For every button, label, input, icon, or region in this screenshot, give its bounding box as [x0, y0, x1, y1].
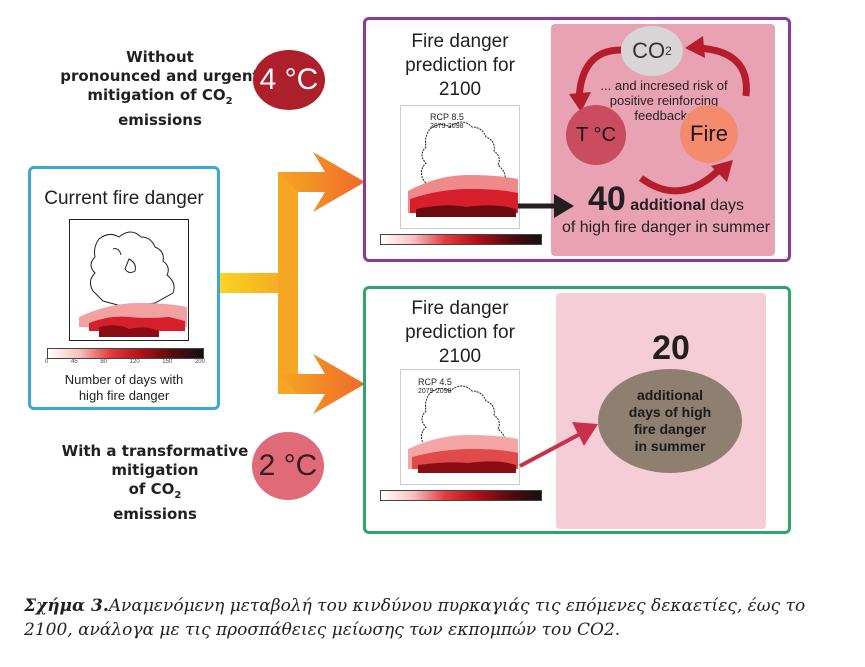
feedback-loop-arrows — [569, 36, 750, 195]
impact-low-line3: fire danger — [633, 421, 707, 437]
current-fire-danger-panel: Current fire danger 0 45 80 120 150 200 … — [28, 166, 220, 410]
scenario-low-line3: of CO2 — [128, 480, 182, 501]
tick-150: 150 — [162, 359, 173, 365]
rcp45-impact-arrow — [519, 422, 598, 468]
tick-120: 120 — [129, 359, 140, 365]
current-panel-title: Current fire danger — [44, 188, 204, 209]
vertical-connector — [278, 172, 298, 394]
current-legend: Number of days with high fire danger — [31, 372, 217, 404]
rcp85-label: RCP 8.5 — [430, 112, 464, 122]
rcp85-title: Fire danger prediction for 2100 — [380, 30, 540, 102]
feedback-note: ... and incresed risk of positive reinfo… — [584, 78, 744, 123]
tick-200: 200 — [194, 359, 205, 365]
rcp45-title-line3: 2100 — [438, 346, 482, 367]
rcp85-title-line2: prediction for — [405, 55, 515, 76]
rcp45-label: RCP 4.5 — [418, 377, 452, 387]
feedback-note-line3: feedbacks — [634, 108, 694, 123]
fire-node-label: Fire — [690, 121, 728, 146]
lower-branch-arrow — [278, 354, 365, 414]
scenario-low-text: With a transformative mitigation of CO2 … — [55, 442, 255, 524]
scenario-high-line4: emissions — [118, 111, 202, 129]
impact-low-line1: additional — [636, 387, 704, 403]
tick-0: 0 — [45, 359, 49, 365]
temperature-4c-badge: 4 °C — [253, 50, 325, 110]
scenario-low-line2: mitigation — [111, 461, 199, 479]
scenario-low-line4: emissions — [113, 505, 197, 523]
impact-high-bold: additional — [630, 197, 706, 214]
impact-high-line2: of high fire danger in summer — [561, 219, 771, 236]
rcp45-color-scale — [380, 490, 542, 501]
feedback-note-line2: positive reinforcing — [609, 93, 719, 108]
tick-80: 80 — [100, 359, 107, 365]
scenario-high-text: Without pronounced and urgent mitigation… — [60, 48, 260, 130]
scenario-low-line1: With a transformative — [61, 442, 249, 460]
impact-high-number: 40 — [587, 180, 626, 218]
impact-high-rest: days — [710, 197, 745, 214]
temperature-node: T °C — [566, 105, 626, 165]
current-scale-ticks: 0 45 80 120 150 200 — [45, 359, 205, 365]
rcp45-map-label: RCP 4.5 2079-2098 — [418, 377, 452, 397]
temperature-2c-badge: 2 °C — [252, 432, 324, 500]
rcp85-panel: Fire danger prediction for 2100 RCP 8.5 … — [363, 17, 791, 262]
rcp45-title-line1: Fire danger — [411, 298, 509, 319]
caption-label: Σχήμα 3. — [24, 596, 109, 616]
rcp45-panel: Fire danger prediction for 2100 RCP 4.5 … — [363, 286, 791, 534]
legend-line1: Number of days with — [64, 372, 184, 387]
figure-caption: Σχήμα 3.Αναμενόμενη μεταβολή του κινδύνο… — [24, 594, 854, 642]
tick-45: 45 — [70, 359, 78, 365]
co2-label: CO — [632, 38, 666, 63]
stem-arrow — [220, 273, 288, 293]
fire-node: Fire — [680, 105, 738, 163]
current-color-scale — [47, 348, 204, 359]
upper-branch-arrow — [278, 152, 365, 212]
scenario-high-line2: pronounced and urgent — [60, 67, 260, 85]
branch-arrows — [220, 152, 365, 414]
rcp45-title: Fire danger prediction for 2100 — [380, 297, 540, 369]
scenario-high-line3: mitigation of CO2 — [87, 86, 233, 107]
scenario-high-line1: Without — [126, 48, 194, 66]
legend-line2: high fire danger — [78, 388, 170, 403]
impact-low-line4: in summer — [634, 438, 706, 454]
impact-low-line2: days of high — [628, 404, 712, 420]
current-europe-map — [69, 219, 189, 341]
impact-high-text: 40 additional days of high fire danger i… — [556, 180, 776, 237]
rcp85-period: 2079-2098 — [430, 123, 464, 130]
caption-text-line1: Αναμενόμενη μεταβολή του κινδύνου πυρκαγ… — [108, 596, 806, 616]
rcp85-color-scale — [380, 234, 542, 245]
temperature-4c-label: 4 °C — [259, 63, 319, 96]
temperature-2c-label: 2 °C — [258, 449, 318, 482]
caption-line1: Σχήμα 3.Αναμενόμενη μεταβολή του κινδύνο… — [24, 594, 854, 618]
rcp85-title-line1: Fire danger — [411, 31, 509, 52]
rcp45-europe-map — [400, 369, 520, 485]
impact-high-line1: 40 additional days — [556, 180, 776, 219]
feedback-note-line1: ... and incresed risk of — [600, 78, 728, 93]
rcp45-title-line2: prediction for — [405, 322, 515, 343]
caption-text-line2: 2100, ανάλογα με τις προσπάθειες μείωσης… — [24, 620, 621, 640]
rcp85-title-line3: 2100 — [438, 79, 482, 100]
rcp45-period: 2079-2098 — [418, 388, 452, 395]
rcp85-europe-map — [400, 105, 520, 229]
rcp85-map-label: RCP 8.5 2079-2098 — [430, 112, 464, 132]
impact-low-number: 20 — [631, 329, 711, 368]
rcp85-impact-arrow — [518, 194, 574, 218]
impact-low-number-label: 20 — [652, 329, 690, 367]
impact-low-ellipse: additional days of high fire danger in s… — [598, 369, 742, 473]
temperature-node-label: T °C — [576, 123, 616, 146]
